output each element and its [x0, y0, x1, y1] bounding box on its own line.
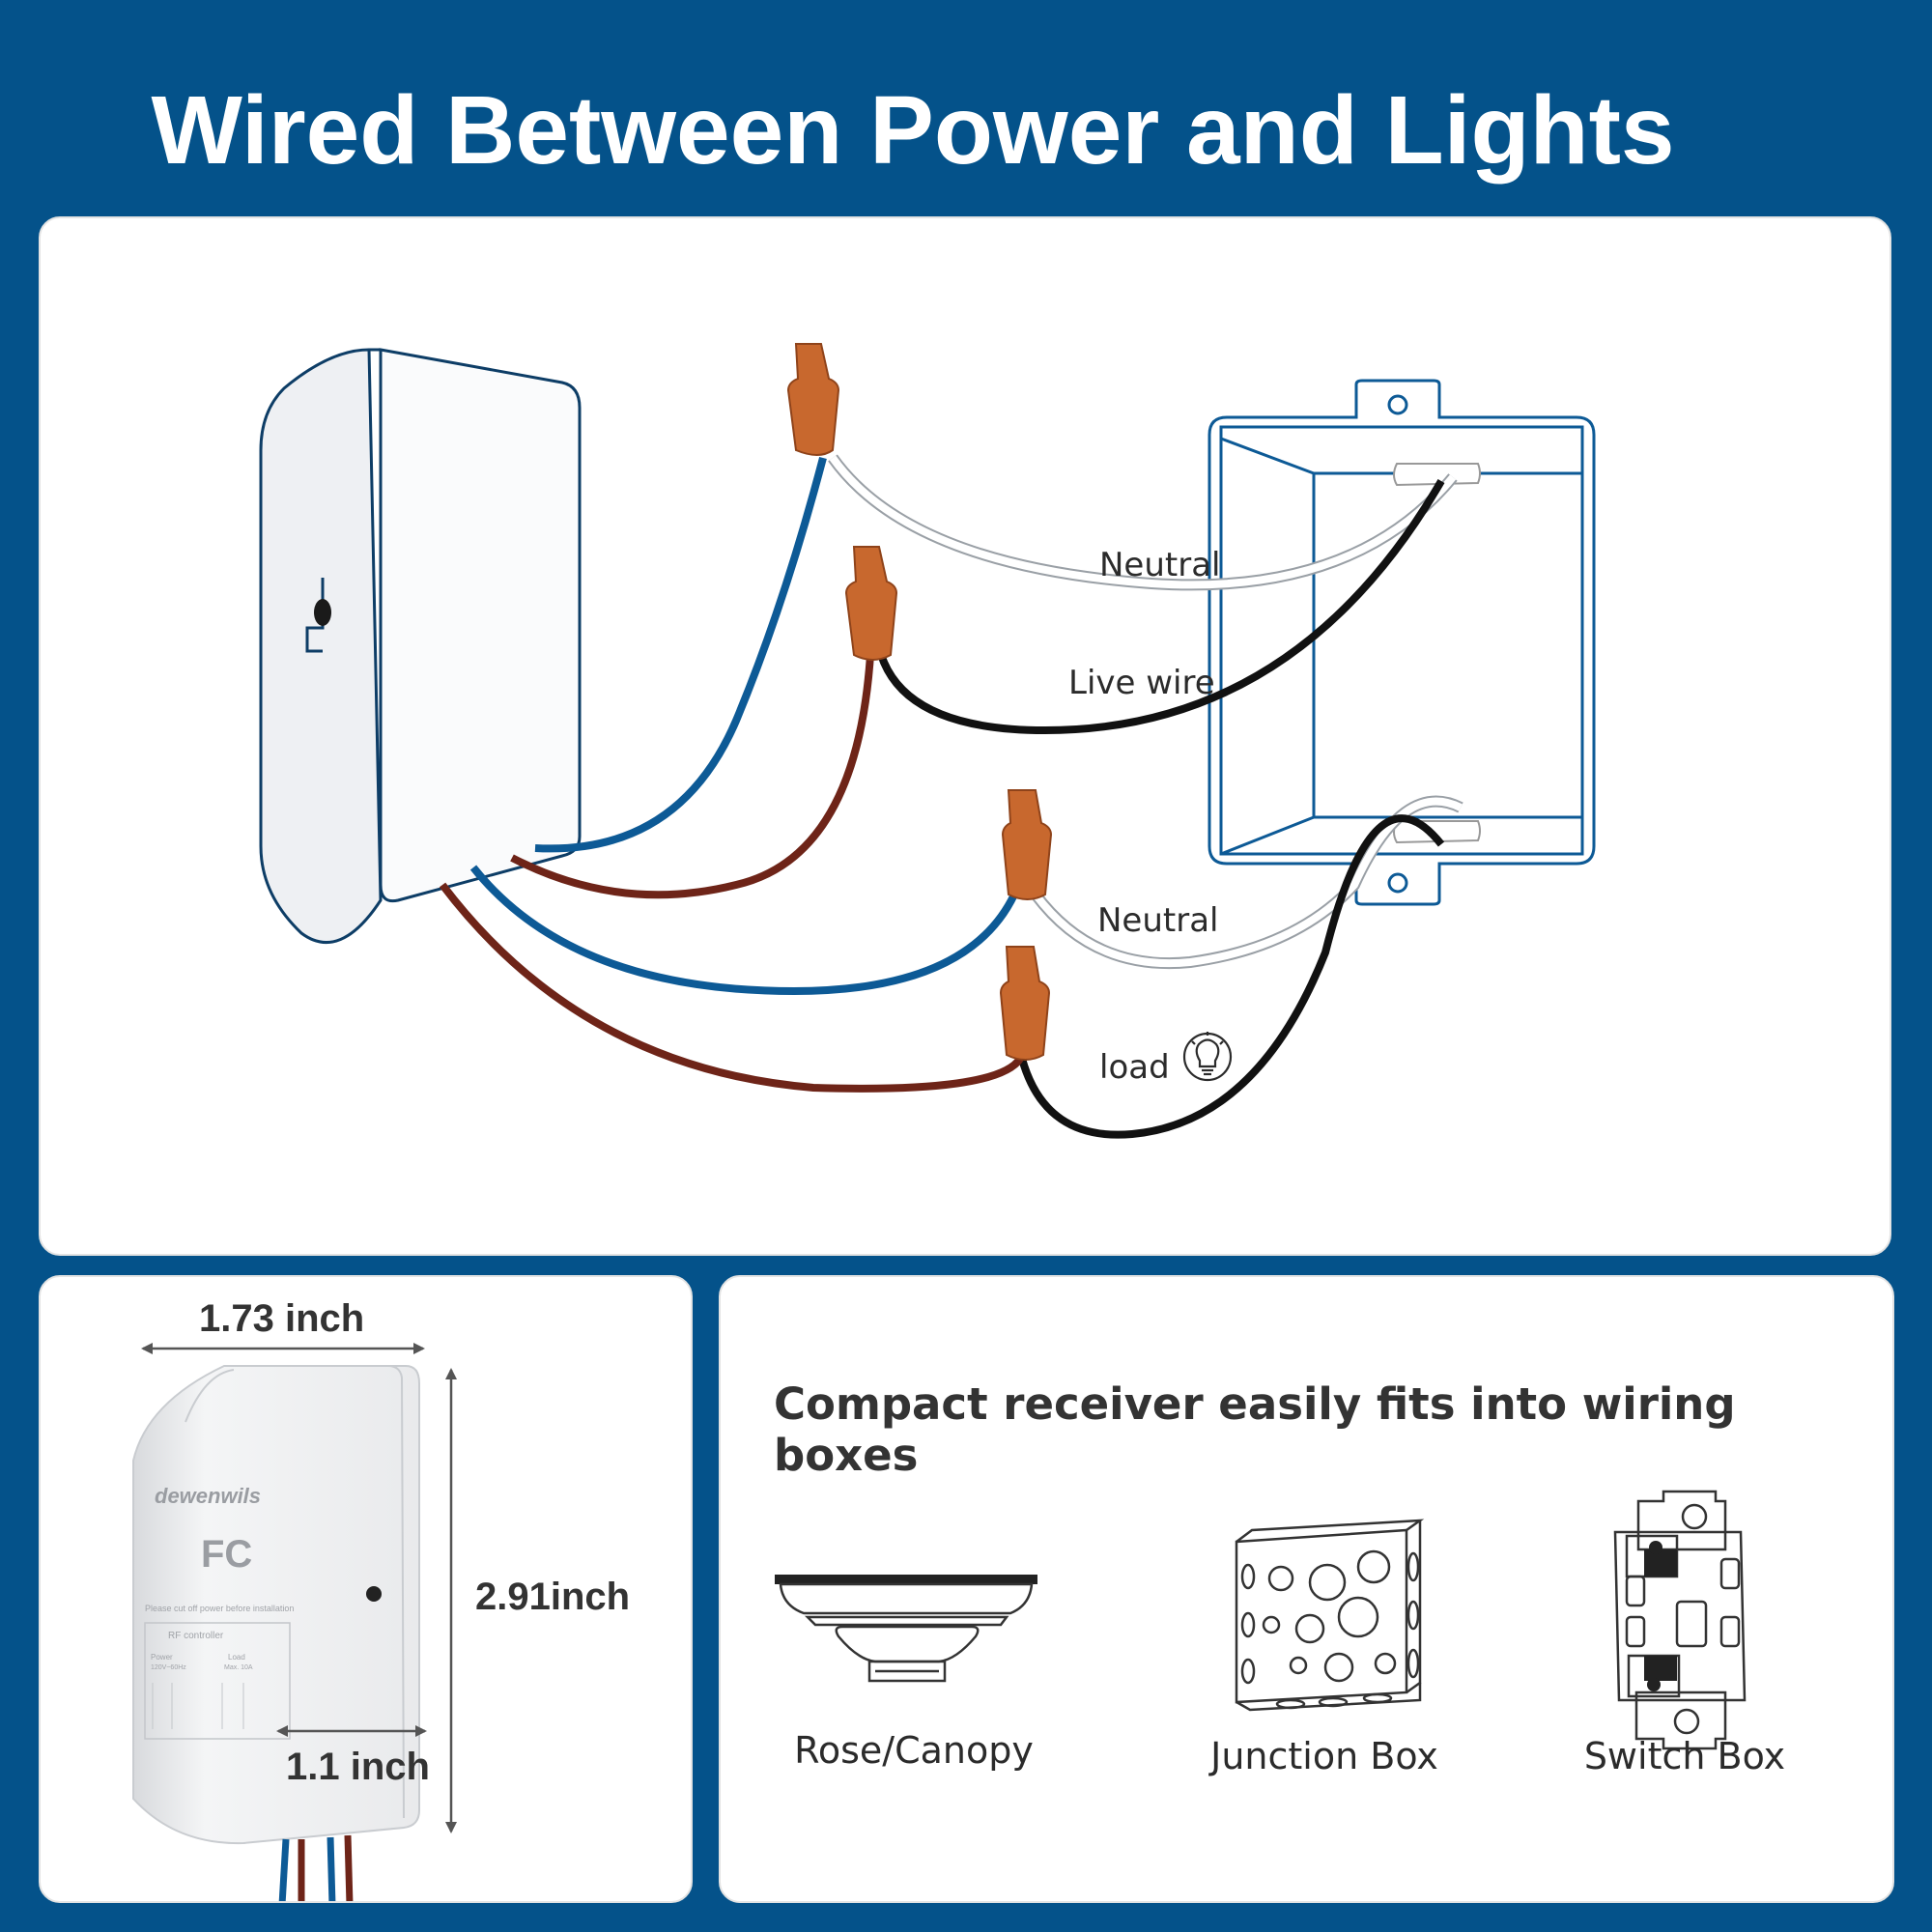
wire-nut — [844, 546, 898, 661]
width-label: 1.73 inch — [199, 1297, 364, 1340]
dimensions-figure: dewenwils FC Please cut off power before… — [132, 1297, 630, 1901]
height-arrow — [445, 1368, 457, 1833]
load-label: load — [1099, 1048, 1170, 1087]
dimensions-panel: dewenwils FC Please cut off power before… — [39, 1275, 693, 1903]
wire-nut — [786, 343, 840, 456]
load-spec-text: Max. 10A — [224, 1664, 253, 1671]
live-wire — [873, 478, 1445, 735]
depth-arrow — [276, 1725, 427, 1737]
rose-canopy-label: Rose/Canopy — [794, 1729, 1034, 1772]
rose-canopy-icon — [775, 1575, 1037, 1683]
load-text: Load — [228, 1653, 245, 1662]
wiring-boxes-panel: Compact receiver easily fits into wiring… — [719, 1275, 1894, 1903]
height-label: 2.91inch — [475, 1576, 630, 1618]
blue-wire-bottom — [469, 865, 1018, 996]
brand-logo: dewenwils — [155, 1484, 261, 1508]
load-wire — [1018, 814, 1445, 1139]
brown-wire-top — [510, 637, 875, 899]
page-title: Wired Between Power and Lights — [151, 76, 1675, 185]
box-icons — [775, 1490, 1747, 1750]
live-wire-label: Live wire — [1068, 664, 1215, 702]
junction-box-icon — [1235, 1519, 1425, 1712]
receiver-photo: dewenwils FC Please cut off power before… — [132, 1365, 420, 1901]
brown-wire-bottom — [439, 882, 1024, 1093]
module-text: RF controller — [168, 1631, 224, 1641]
fcc-mark: FC — [201, 1533, 252, 1576]
electrical-box — [1208, 379, 1596, 906]
wire-nut — [999, 946, 1051, 1061]
neutral-wire-top — [828, 454, 1458, 591]
wire-nut — [1001, 789, 1053, 900]
width-arrow — [141, 1343, 425, 1354]
light-bulb-icon — [1182, 1032, 1233, 1082]
wiring-diagram-panel: Neutral Live wire Neutral load — [39, 216, 1891, 1256]
receiver-device — [259, 348, 582, 944]
switch-box-icon — [1613, 1490, 1747, 1750]
neutral-label-bottom: Neutral — [1097, 901, 1219, 940]
wire-clamp-top — [1393, 463, 1481, 487]
neutral-label-top: Neutral — [1099, 546, 1221, 584]
switch-box-label: Switch Box — [1583, 1735, 1786, 1777]
warning-text: Please cut off power before installation — [145, 1604, 294, 1613]
fits-heading: Compact receiver easily fits into wiring… — [774, 1378, 1736, 1481]
junction-box-label: Junction Box — [1210, 1735, 1438, 1777]
wiring-diagram: Neutral Live wire Neutral load — [259, 343, 1596, 1139]
blue-wire-top — [534, 456, 827, 853]
power-text: Power — [151, 1653, 173, 1662]
depth-label: 1.1 inch — [286, 1746, 430, 1788]
power-spec-text: 120V~60Hz — [151, 1664, 186, 1671]
neutral-wire-bottom — [1031, 795, 1463, 970]
